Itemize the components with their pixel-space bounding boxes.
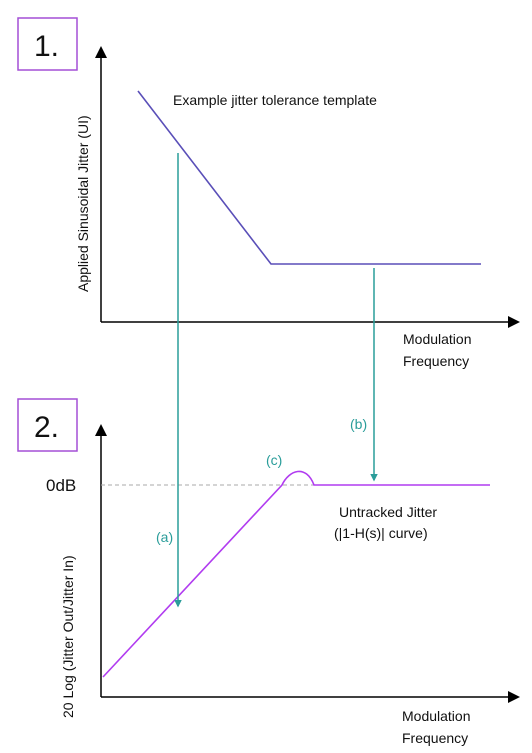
marker-a-label: (a) xyxy=(156,529,173,545)
panel2-x-axis-label-line2: Frequency xyxy=(402,730,468,746)
untracked-jitter-label-line2: (|1-H(s)| curve) xyxy=(334,525,428,541)
panel1-x-axis-label-line2: Frequency xyxy=(403,353,469,369)
untracked-jitter-label-line1: Untracked Jitter xyxy=(339,504,437,520)
marker-c-label: (c) xyxy=(266,452,282,468)
panel1-number: 1. xyxy=(34,30,59,63)
jitter-tolerance-template-line xyxy=(137,90,481,265)
panel1-number-box xyxy=(17,17,78,71)
panel2-y-axis-label: 20 Log (Jitter Out/Jitter In) xyxy=(60,555,76,718)
panel1-x-axis-label-line1: Modulation xyxy=(403,331,472,347)
panel1-y-axis-label: Applied Sinusoidal Jitter (UI) xyxy=(75,115,91,292)
template-label: Example jitter tolerance template xyxy=(173,92,377,108)
panel2-number: 2. xyxy=(34,411,59,444)
marker-b-label: (b) xyxy=(350,416,367,432)
panel2-number-box xyxy=(17,398,78,452)
untracked-jitter-curve xyxy=(102,470,490,678)
panel2-x-axis-label-line1: Modulation xyxy=(402,708,471,724)
zero-db-label: 0dB xyxy=(46,476,76,495)
